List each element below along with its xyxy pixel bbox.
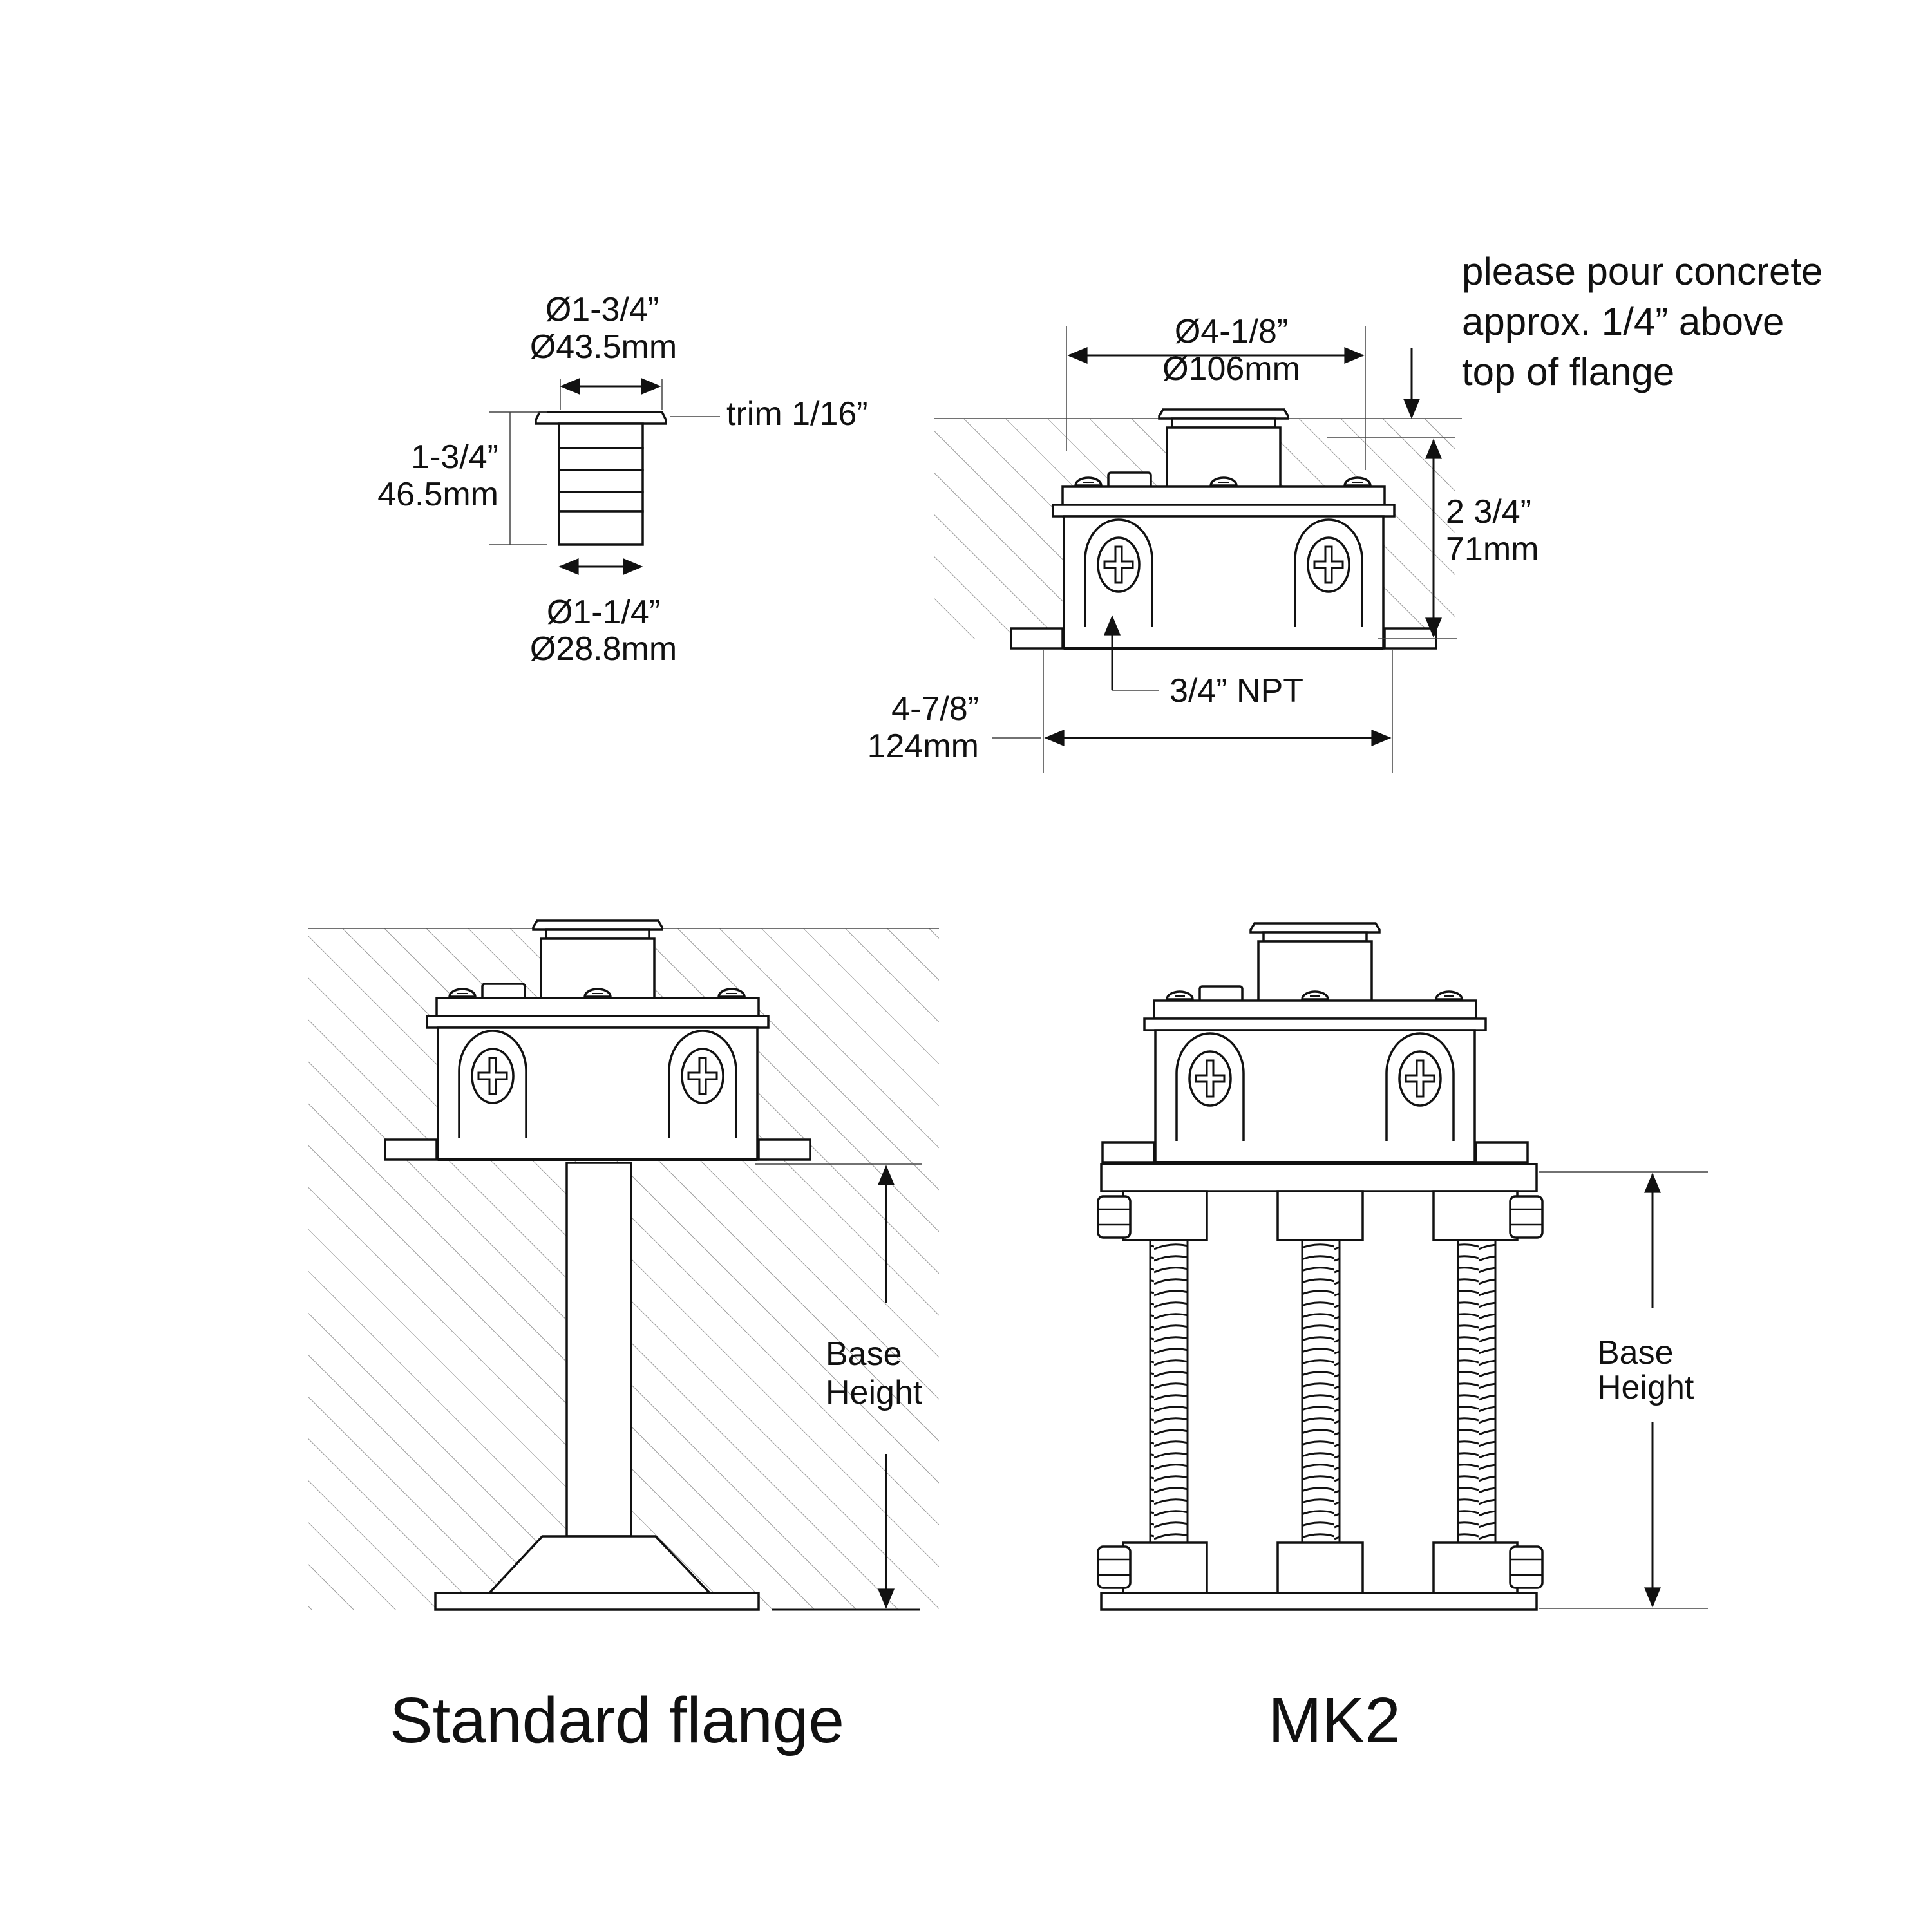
trim-height-imperial: 1-3/4” xyxy=(411,438,498,476)
mk2-caption: MK2 xyxy=(1268,1684,1401,1757)
trim-thickness-note: trim 1/16” xyxy=(726,395,868,433)
mk2-view: Base Height MK2 xyxy=(1097,923,1708,1757)
housing-top-diameter-imperial: Ø4-1/8” xyxy=(1175,313,1288,350)
standard-flange-caption: Standard flange xyxy=(390,1684,844,1757)
housing-dimension-view: Ø4-1/8” Ø106mm please pour concrete appr… xyxy=(867,250,1823,773)
trim-bottom-diameter-metric: Ø28.8mm xyxy=(530,630,677,668)
standard-base-height-line-1: Base xyxy=(826,1335,902,1373)
concrete-note-line-3: top of flange xyxy=(1462,350,1674,393)
housing-width-metric: 124mm xyxy=(867,728,979,765)
concrete-note-line-2: approx. 1/4” above xyxy=(1462,300,1784,343)
npt-label: 3/4” NPT xyxy=(1170,672,1303,710)
trim-top-diameter-metric: Ø43.5mm xyxy=(530,328,677,366)
trim-view: Ø1-3/4” Ø43.5mm trim 1/16” 1-3/4” 46.5mm… xyxy=(377,291,867,668)
trim-part xyxy=(535,411,667,546)
concrete-note-line-1: please pour concrete xyxy=(1462,250,1823,293)
housing-height-metric: 71mm xyxy=(1446,531,1539,568)
mk2-adjustable-base xyxy=(1097,1163,1544,1611)
standard-flange-base xyxy=(434,1162,760,1611)
standard-base-height-line-2: Height xyxy=(826,1374,923,1411)
housing-width-imperial: 4-7/8” xyxy=(891,690,979,728)
trim-top-diameter-imperial: Ø1-3/4” xyxy=(545,291,659,328)
housing-top-diameter-metric: Ø106mm xyxy=(1162,350,1300,388)
mk2-base-height-line-1: Base xyxy=(1597,1334,1674,1371)
trim-height-metric: 46.5mm xyxy=(377,476,498,513)
standard-flange-view: Base Height Standard flange xyxy=(308,921,939,1757)
housing-height-imperial: 2 3/4” xyxy=(1446,493,1531,531)
mk2-housing-part xyxy=(1103,923,1528,1162)
trim-bottom-diameter-imperial: Ø1-1/4” xyxy=(547,594,660,631)
mk2-base-height-line-2: Height xyxy=(1597,1369,1694,1406)
